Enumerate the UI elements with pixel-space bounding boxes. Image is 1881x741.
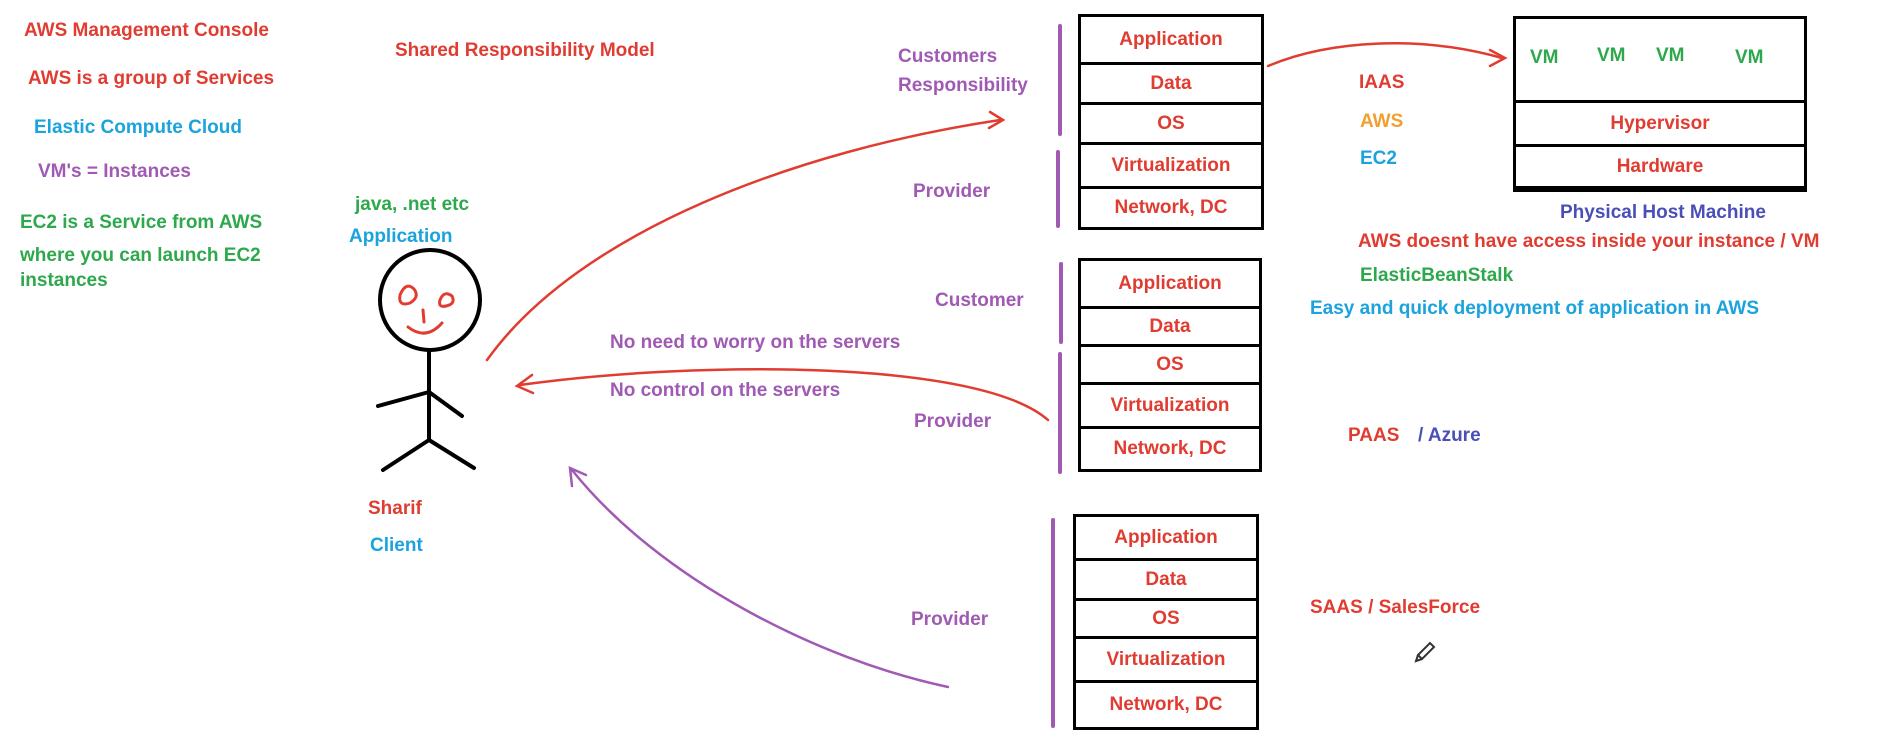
arrow-saas-to-client bbox=[570, 468, 950, 689]
smile bbox=[406, 321, 444, 335]
client-role: Client bbox=[370, 535, 423, 556]
arrow-paas-head-icon bbox=[514, 373, 535, 395]
client-languages: java, .net etc bbox=[355, 194, 470, 215]
paas-provider-label: Provider bbox=[914, 411, 992, 432]
note-elastic-compute-cloud: Elastic Compute Cloud bbox=[34, 117, 242, 138]
iaas-customer-bracket bbox=[1058, 24, 1062, 136]
diagram-title: Shared Responsibility Model bbox=[395, 40, 655, 61]
paas-customer-label: Customer bbox=[935, 290, 1024, 311]
iaas-provider-label: Provider bbox=[913, 181, 991, 202]
paas-layer-application: Application bbox=[1081, 261, 1259, 309]
iaas-layer-network: Network, DC bbox=[1114, 197, 1228, 218]
client-name: Sharif bbox=[368, 498, 422, 519]
vm-3: VM bbox=[1656, 45, 1685, 66]
left-eye bbox=[398, 284, 418, 306]
vm-4: VM bbox=[1735, 47, 1764, 68]
note-no-access: AWS doesnt have access inside your insta… bbox=[1358, 231, 1820, 252]
paas-layer-virtualization: Virtualization bbox=[1081, 385, 1259, 429]
paas-model-label: PAAS bbox=[1348, 425, 1400, 446]
client-application: Application bbox=[349, 226, 453, 247]
paas-layer-network: Network, DC bbox=[1113, 438, 1227, 459]
note-no-control-servers: No control on the servers bbox=[610, 380, 841, 401]
note-no-worry-servers: No need to worry on the servers bbox=[610, 332, 901, 353]
note-easy-deployment: Easy and quick deployment of application… bbox=[1310, 298, 1760, 319]
stick-figure-head bbox=[378, 248, 482, 352]
iaas-vendor-label: AWS bbox=[1360, 111, 1404, 132]
saas-layer-network: Network, DC bbox=[1109, 694, 1223, 715]
saas-stack: Application Data OS Virtualization Netwo… bbox=[1073, 514, 1259, 730]
note-beanstalk: ElasticBeanStalk bbox=[1360, 265, 1514, 286]
iaas-service-label: EC2 bbox=[1360, 148, 1397, 169]
arrow-iaas-head-icon bbox=[987, 110, 1006, 130]
note-group-of-services: AWS is a group of Services bbox=[28, 68, 275, 89]
host-hardware: Hardware bbox=[1516, 147, 1804, 189]
paas-vendor-label: / Azure bbox=[1418, 425, 1481, 446]
arrow-app-to-vm bbox=[1266, 42, 1504, 68]
stick-figure-left-leg bbox=[381, 438, 431, 472]
pencil-icon bbox=[1414, 641, 1436, 663]
note-ec2-line-3: instances bbox=[20, 270, 108, 291]
note-ec2-line-1: EC2 is a Service from AWS bbox=[20, 212, 263, 233]
host-caption: Physical Host Machine bbox=[1560, 202, 1766, 223]
paas-stack: Application Data OS Virtualization Netwo… bbox=[1078, 258, 1262, 472]
note-vm-instances: VM's = Instances bbox=[38, 161, 191, 182]
note-management-console: AWS Management Console bbox=[24, 20, 269, 41]
arrow-saas-head-icon bbox=[568, 465, 588, 488]
stick-figure-left-arm bbox=[376, 390, 431, 408]
nose bbox=[421, 308, 426, 324]
saas-provider-bracket bbox=[1051, 518, 1055, 728]
iaas-customer-label-2: Responsibility bbox=[898, 75, 1028, 96]
paas-layer-data: Data bbox=[1081, 309, 1259, 347]
paas-customer-bracket bbox=[1059, 262, 1063, 344]
iaas-layer-os: OS bbox=[1081, 105, 1261, 145]
paas-provider-bracket bbox=[1058, 352, 1062, 474]
saas-provider-label: Provider bbox=[911, 609, 989, 630]
iaas-customer-label-1: Customers bbox=[898, 46, 998, 67]
saas-layer-os: OS bbox=[1076, 601, 1256, 639]
host-vm-row bbox=[1516, 19, 1804, 103]
stick-figure-right-arm bbox=[427, 390, 464, 418]
paas-layer-os: OS bbox=[1081, 347, 1259, 385]
saas-layer-data: Data bbox=[1076, 561, 1256, 601]
iaas-layer-application: Application bbox=[1081, 17, 1261, 65]
physical-host: Hypervisor Hardware VM VM VM VM bbox=[1513, 16, 1807, 192]
iaas-model-label: IAAS bbox=[1359, 72, 1405, 93]
arrow-paas-to-client bbox=[518, 368, 1050, 422]
iaas-stack: Application Data OS Virtualization Netwo… bbox=[1078, 14, 1264, 230]
right-eye bbox=[438, 292, 455, 308]
stick-figure bbox=[376, 248, 482, 472]
iaas-layer-virtualization: Virtualization bbox=[1081, 145, 1261, 189]
vm-2: VM bbox=[1597, 45, 1626, 66]
arrow-vm-head-icon bbox=[1488, 48, 1508, 68]
saas-model-label: SAAS / SalesForce bbox=[1310, 597, 1481, 618]
note-ec2-line-2: where you can launch EC2 bbox=[20, 245, 261, 266]
host-hypervisor: Hypervisor bbox=[1516, 103, 1804, 147]
arrow-client-to-iaas bbox=[485, 118, 1002, 362]
iaas-provider-bracket bbox=[1056, 150, 1060, 228]
saas-layer-application: Application bbox=[1076, 517, 1256, 561]
stick-figure-right-leg bbox=[427, 438, 476, 470]
stick-figure-face bbox=[398, 284, 455, 335]
vm-1: VM bbox=[1530, 47, 1559, 68]
saas-layer-virtualization: Virtualization bbox=[1076, 639, 1256, 683]
iaas-layer-data: Data bbox=[1081, 65, 1261, 105]
